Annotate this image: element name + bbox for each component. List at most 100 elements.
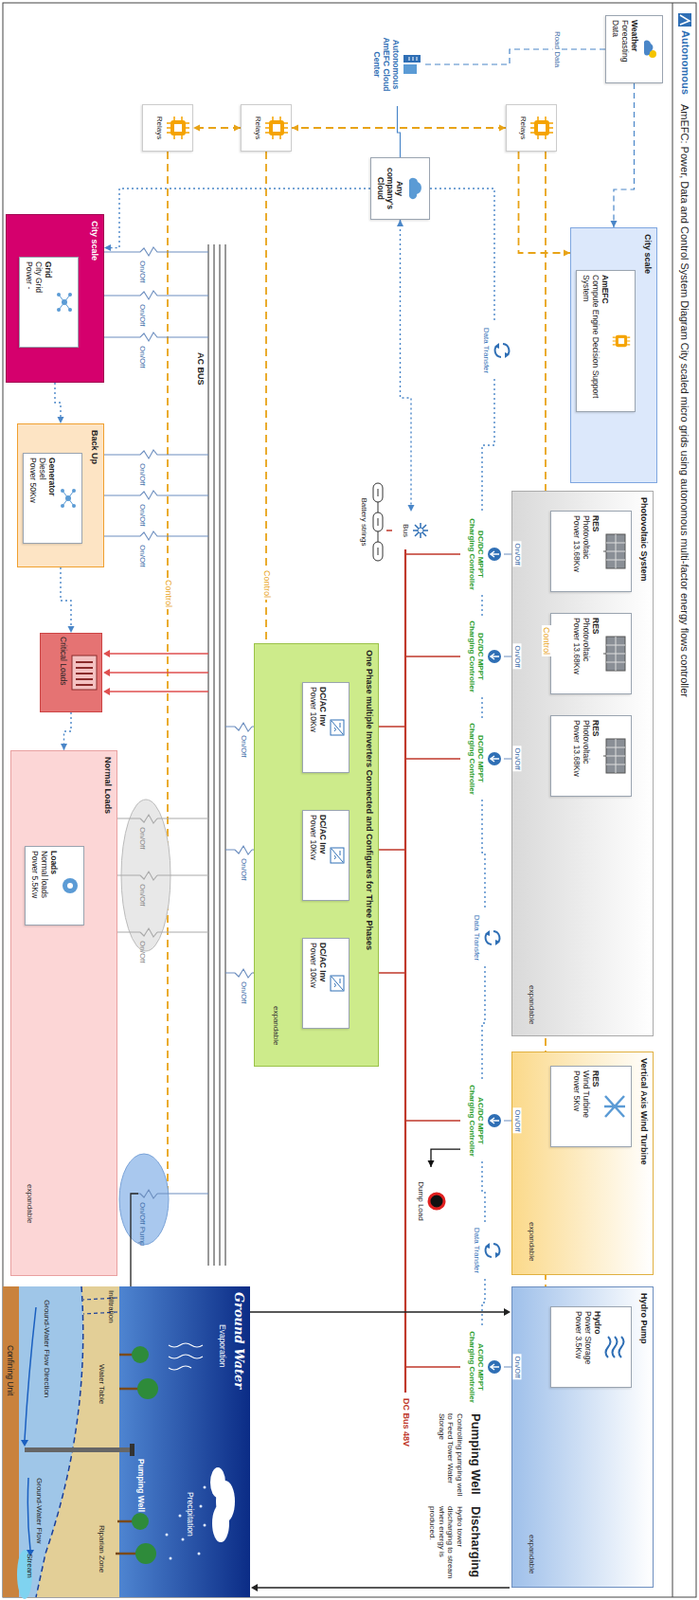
hydro-link-arrow (503, 1308, 511, 1316)
switch-line (104, 332, 209, 341)
node-text: Back Up (89, 430, 100, 561)
grid-box: GridCity GridPower - (18, 256, 79, 348)
node-text: Hydro Pump (639, 1292, 649, 1581)
node-icon (58, 457, 78, 539)
connector (424, 49, 606, 65)
critical-feed (107, 653, 209, 692)
edge-label: On/Off (513, 1353, 522, 1380)
label: expandable (527, 1534, 537, 1574)
label: Pumping Well (136, 1458, 146, 1512)
label: On/Off (138, 304, 147, 326)
edge-label: On/Off (513, 1107, 522, 1133)
node-icon (486, 515, 502, 593)
pv-box: RESPhotovoltaicPower 13.68Kw (550, 510, 632, 592)
edge-label: On/Off (513, 745, 522, 771)
groundwater-illustration (210, 1467, 226, 1498)
label: On/Off (239, 858, 249, 880)
ac-bus (207, 244, 209, 1266)
node-text: Photovoltaic (581, 515, 592, 588)
node-text: Bus (401, 512, 411, 549)
label: Hydro tower discharging to stream when e… (428, 1505, 465, 1582)
node-text: AC/DC MPPT Charging Controller (467, 1327, 485, 1406)
node-icon (492, 323, 512, 377)
groundwater-illustration (18, 1286, 120, 1597)
node-text: Hydro (592, 1310, 603, 1383)
connector (482, 378, 495, 514)
arrowhead (193, 125, 200, 132)
groundwater-illustration (203, 1523, 207, 1527)
label: Evaporation (217, 1324, 228, 1367)
arrowhead (428, 1160, 435, 1167)
label: On/Off (138, 463, 147, 485)
inverter-box: DC/AC InvPower 10Kw (302, 937, 350, 1029)
data-transfer: Data Transfer (466, 1221, 504, 1279)
node-text: Loads (49, 850, 59, 921)
critical-arrow (103, 649, 110, 696)
node-text: Wind Turbine (581, 1070, 592, 1143)
node-icon (401, 24, 423, 105)
node-text: DC/DC MPPT Charging Controller (467, 617, 485, 696)
label: Autonomous (680, 30, 692, 95)
control-line (161, 151, 546, 1346)
node-text: Forecasting Data (609, 19, 629, 79)
label: On/Off (138, 826, 147, 849)
label: expandable (271, 1005, 281, 1045)
groundwater-illustration (20, 1439, 29, 1447)
label: Pumping Well (468, 1413, 484, 1495)
data-transfer: Data Transfer (475, 322, 514, 379)
label: Ground-Water Flow (35, 1477, 44, 1544)
switch-line (117, 871, 209, 880)
connector (482, 1278, 485, 1327)
weather-box: WeatherForecasting Data (605, 15, 664, 84)
label: Confining Unit (5, 1344, 16, 1396)
node-text: Power 5Kw (571, 1070, 581, 1143)
node-text: DC/AC Inv (318, 814, 328, 897)
label: On/Off Pump (138, 1201, 147, 1247)
node-text: Vertical Axis Wind Turbine (639, 1057, 649, 1269)
switch-line (117, 814, 209, 824)
node-icon (604, 1310, 628, 1383)
connector (60, 567, 72, 633)
label: DC Bus 48V (401, 1396, 412, 1449)
node-icon (406, 161, 426, 216)
node-text: Normal loads (39, 850, 50, 921)
region-band: City scaleGridCity GridPower - (5, 214, 105, 383)
groundwater-illustration (181, 1538, 185, 1542)
region-band: City scaleAmEFCCompute Engine Decision S… (570, 227, 658, 484)
controller-box: DC/DC MPPT Charging Controller (460, 513, 504, 595)
switch-line (104, 247, 209, 256)
node-text: RES (591, 617, 601, 690)
node-text: RES (591, 1070, 601, 1143)
node-text: Data Transfer (482, 323, 491, 377)
node-text: Power 13.68Kw (571, 617, 581, 690)
node-text: Relays (253, 107, 263, 149)
pv-box: RESPhotovoltaicPower 13.68Kw (550, 612, 632, 695)
node-icon (427, 1167, 447, 1235)
label: Control (541, 625, 552, 657)
node-icon (602, 515, 628, 588)
switch-line (117, 928, 209, 937)
node-text: Power 10Kw (308, 686, 319, 769)
node-text: Power 13.68Kw (571, 515, 581, 588)
label: Controlling pumping well to Feed Tower W… (436, 1413, 465, 1497)
inverter-box: DC/AC InvPower 10Kw (302, 681, 350, 773)
node-text: Dump Load (416, 1167, 426, 1235)
switch-group-ellipse (119, 799, 171, 1245)
controller-box: AC/DC MPPT Charging Controller (460, 1079, 504, 1162)
edge-label: On/Off (513, 643, 522, 669)
node-text: Battery strings (359, 470, 369, 574)
logo-mark (680, 15, 690, 25)
groundwater-illustration (129, 1443, 135, 1456)
ac-bus (218, 244, 220, 1266)
node-text: DC/DC MPPT Charging Controller (467, 515, 485, 593)
relay-box: Relays (505, 104, 557, 152)
arrowhead (499, 125, 506, 132)
node-icon (486, 719, 502, 798)
relay-box: Relays (142, 104, 194, 152)
label: On/Off (138, 940, 147, 963)
node-text: Generator (47, 457, 57, 539)
region-band: Back UpGeneratorDieselPower 50Kw (17, 423, 105, 568)
logo-mark (678, 13, 692, 27)
node-icon (486, 617, 502, 696)
